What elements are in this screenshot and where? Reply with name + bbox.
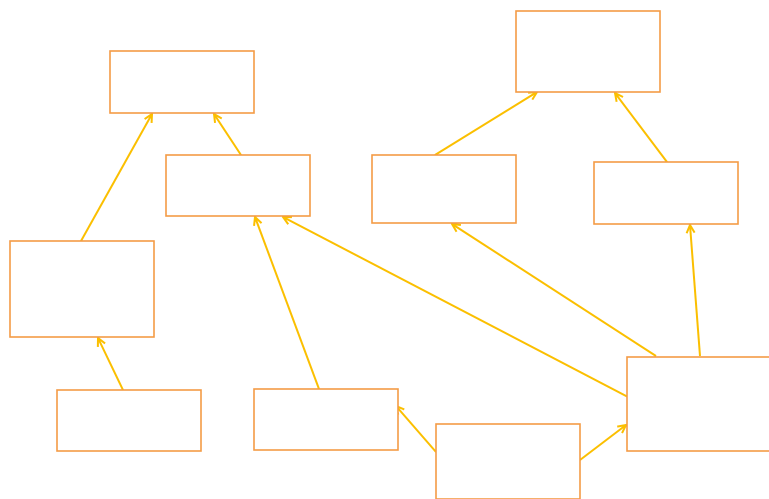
edge-j-to-e [396, 406, 437, 453]
edge-h-to-f [615, 93, 668, 163]
edge-c-to-a [80, 114, 152, 242]
edge-b-to-a [214, 114, 242, 156]
node-d[interactable] [56, 389, 202, 452]
node-f[interactable] [515, 10, 661, 93]
node-g[interactable] [371, 154, 517, 224]
edge-g-to-f [434, 92, 537, 156]
node-b[interactable] [165, 154, 311, 217]
node-i[interactable] [626, 356, 769, 452]
edge-d-to-c [98, 338, 124, 391]
node-h[interactable] [593, 161, 739, 225]
node-a[interactable] [109, 50, 255, 114]
edge-i-to-g [452, 224, 657, 357]
node-c[interactable] [9, 240, 155, 338]
edge-i-to-b [283, 217, 629, 398]
edge-i-to-h [690, 225, 701, 357]
edge-j-to-i [579, 425, 626, 461]
node-e[interactable] [253, 388, 399, 451]
node-j[interactable] [435, 423, 581, 499]
edge-e-to-b [255, 217, 320, 390]
